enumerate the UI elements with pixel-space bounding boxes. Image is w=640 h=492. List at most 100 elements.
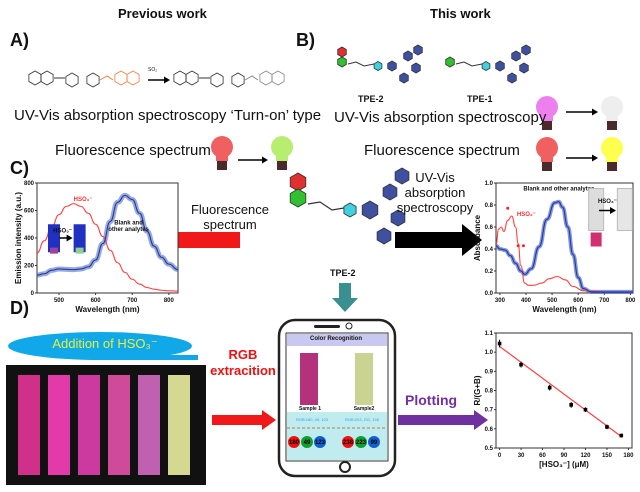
panel-b-uv-text: UV-Vis absorption spectroscopy bbox=[334, 109, 547, 126]
tpe2-structure-tpe-ph3 bbox=[399, 72, 409, 84]
absorbance-chart-ytick-label: 1.0 bbox=[485, 181, 494, 187]
emission-chart-xtick-label: 800 bbox=[164, 298, 175, 304]
emission-series-1 bbox=[36, 194, 179, 276]
calibration-point bbox=[619, 433, 624, 438]
absorbance-chart-ylabel: Absorbance bbox=[473, 214, 482, 261]
teal-down-arrow bbox=[332, 283, 358, 312]
panel-a-fluor-text: Fluorescence spectrum bbox=[55, 142, 211, 159]
absorbance-hso3-annotation: HSO₃⁻ bbox=[517, 212, 536, 218]
pink-bulb-icon-glass bbox=[536, 96, 558, 118]
product-structure-benzo bbox=[271, 70, 285, 86]
emission-chart-ytick-label: 400 bbox=[24, 236, 35, 242]
absorbance-marker bbox=[506, 206, 510, 210]
calibration-point bbox=[605, 425, 609, 429]
red-bulb-icon-neck bbox=[216, 155, 228, 161]
previous-work-header: Previous work bbox=[118, 6, 207, 21]
absorbance-chart-xtick-label: 700 bbox=[599, 298, 610, 304]
test-strip-4 bbox=[138, 375, 160, 475]
emission-chart-xtick-label: 600 bbox=[91, 298, 102, 304]
bulb-arrow-a-head bbox=[262, 156, 268, 164]
center-linker bbox=[307, 201, 345, 211]
absorbance-series-1 bbox=[495, 201, 633, 293]
pink-bulb-icon-base bbox=[542, 121, 552, 130]
emission-chart-xlabel: Wavelength (nm) bbox=[75, 305, 139, 314]
product-structure-ring1 bbox=[173, 70, 187, 86]
test-strip-5 bbox=[168, 375, 190, 475]
product-structure-ring2 bbox=[185, 70, 199, 86]
calibration-fit-line bbox=[499, 345, 622, 437]
tpe2-structure-tpe-ph1 bbox=[403, 50, 413, 62]
product-structure-vinyl bbox=[244, 75, 259, 81]
phone-title: Color Recognition bbox=[310, 336, 362, 342]
tpe1-structure-linker bbox=[455, 61, 483, 67]
calibration-point bbox=[547, 385, 552, 390]
sample2-label: Sample2 bbox=[353, 406, 375, 412]
addition-ellipse bbox=[8, 332, 192, 360]
tpe1-structure-thiophene bbox=[481, 61, 491, 71]
absorbance-chart-ytick-label: 0.4 bbox=[485, 247, 494, 253]
center-tpe-ph3 bbox=[376, 227, 392, 245]
rgb-circle bbox=[368, 436, 380, 448]
rgb-circle bbox=[355, 436, 367, 448]
absorbance-chart-xtick-label: 800 bbox=[625, 298, 636, 304]
product-structure-piperazine bbox=[210, 72, 224, 88]
rgb-circle bbox=[342, 436, 354, 448]
emission-chart-xtick-label: 700 bbox=[127, 298, 138, 304]
rgb-circle bbox=[314, 436, 326, 448]
yellow-bulb-icon-glass bbox=[601, 137, 623, 159]
cuvette-arrow-c-head bbox=[66, 234, 73, 242]
cuvette-arrow-abs-head bbox=[610, 207, 617, 214]
calibration-chart-xtick-label: 0 bbox=[498, 453, 502, 459]
red-bulb-icon bbox=[211, 136, 233, 170]
calibration-chart-ytick-label: 1.1 bbox=[485, 331, 494, 337]
white-bulb-icon-neck bbox=[606, 115, 618, 121]
probe-a-structure-benzo bbox=[126, 70, 140, 86]
rgb-circle-value: 123 bbox=[315, 440, 326, 446]
test-strip-1 bbox=[48, 375, 70, 475]
phone-sample1-swatch bbox=[300, 353, 318, 405]
fluor-arrow-label: Fluorescence spectrum bbox=[190, 202, 270, 232]
yellow-bulb-icon bbox=[601, 137, 623, 171]
panel-d-label: D) bbox=[10, 298, 29, 318]
phone-camera bbox=[345, 322, 353, 330]
sample1-label: Sample 1 bbox=[299, 406, 321, 412]
reagent-label: SO₂ bbox=[148, 67, 158, 73]
emission-blank-annotation-2: other analytes bbox=[108, 227, 149, 233]
cuvette-pink bbox=[588, 188, 605, 231]
bulb-arrow-b2-head bbox=[592, 154, 598, 162]
calibration-chart-xtick-label: 60 bbox=[539, 453, 546, 459]
addition-strip bbox=[100, 355, 198, 360]
calibration-chart-xtick-label: 180 bbox=[623, 453, 634, 459]
absorbance-marker bbox=[521, 244, 525, 248]
product-structure-thiazole bbox=[259, 70, 273, 86]
red-bulb-icon-b-base bbox=[542, 162, 552, 171]
center-tpe-ph2 bbox=[390, 209, 406, 227]
emission-chart-xtick-label: 500 bbox=[54, 298, 65, 304]
green-bulb-icon-base bbox=[277, 161, 287, 170]
white-bulb-icon bbox=[601, 96, 623, 130]
cuvette-hso3-label: HSO₃⁻ bbox=[53, 229, 72, 235]
rgb-arrow bbox=[212, 410, 276, 430]
phone-home-button bbox=[339, 461, 351, 473]
rgb-circle-value: 99 bbox=[371, 440, 378, 446]
absorbance-chart-ytick-label: 0.6 bbox=[485, 225, 494, 231]
absorbance-chart-ytick-label: 0.8 bbox=[485, 203, 494, 209]
red-bulb-icon-base bbox=[217, 161, 227, 170]
rgb-circle bbox=[301, 436, 313, 448]
probe-a-structure-ring2 bbox=[40, 70, 54, 86]
center-tpe2-label: TPE-2 bbox=[330, 268, 356, 278]
tpe1-structure-tpe-ph1 bbox=[511, 50, 521, 62]
absorbance-chart-frame bbox=[495, 182, 634, 294]
panel-b-fluor-text: Fluorescence spectrum bbox=[364, 142, 520, 159]
phone-result-panel bbox=[287, 412, 387, 460]
absorbance-chart-ytick-label: 0.2 bbox=[485, 269, 494, 275]
rgb-circle bbox=[288, 436, 300, 448]
green-bulb-icon bbox=[271, 136, 293, 170]
sample2-rgb: RGB:203, 211, 146 bbox=[345, 417, 379, 422]
calibration-chart-ytick-label: 0.5 bbox=[485, 446, 494, 452]
pink-bulb-icon bbox=[536, 96, 558, 130]
center-tpe-ph1 bbox=[382, 183, 398, 201]
cuvette-after bbox=[73, 224, 86, 253]
phone-sample2-swatch bbox=[355, 353, 373, 405]
reaction-arrow-head bbox=[164, 76, 170, 84]
